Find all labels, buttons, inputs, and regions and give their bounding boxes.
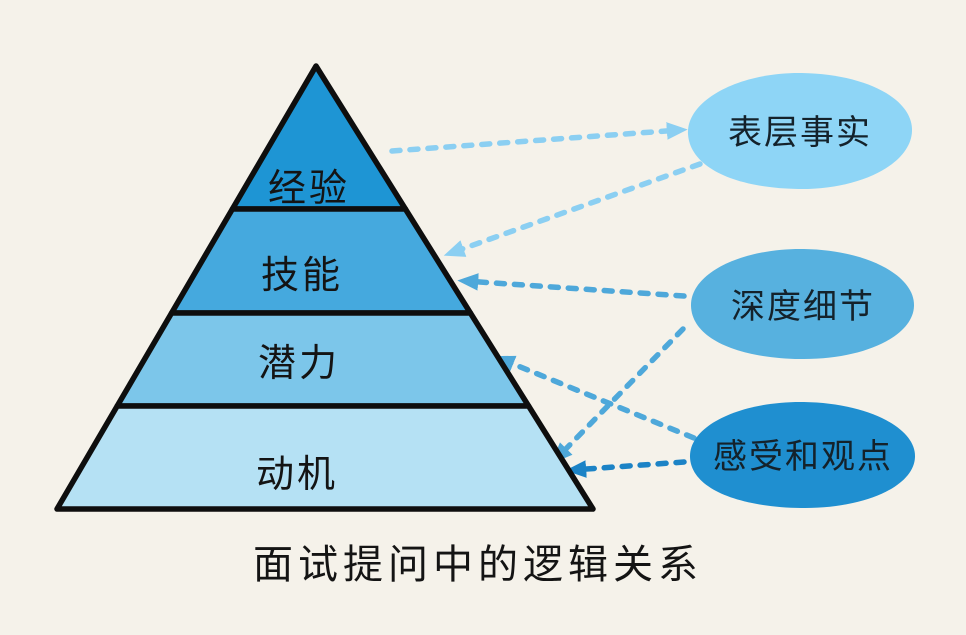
connector-experience-to-surface-facts (389, 122, 688, 154)
bubble-label-feelings-opinions: 感受和观点 (713, 437, 893, 477)
connector-feelings-to-potential (493, 355, 697, 441)
diagram-title: 面试提问中的逻辑关系 (253, 542, 703, 588)
bubble-label-surface-facts: 表层事实 (728, 113, 872, 153)
bubble-surface-facts (687, 72, 913, 190)
connector-surface-facts-to-skill (443, 161, 703, 257)
pyramid-label-potential: 潜力 (258, 341, 340, 385)
pyramid-label-skill: 技能 (261, 253, 343, 297)
pyramid: 经验 技能 潜力 动机 (54, 63, 596, 512)
bubble-label-deep-details: 深度细节 (731, 287, 875, 327)
connector-deep-details-to-skill (457, 273, 687, 299)
pyramid-label-motivation: 动机 (256, 452, 338, 496)
connectors (389, 122, 703, 478)
pyramid-label-experience: 经验 (268, 166, 350, 210)
pyramid-layer-motivation (54, 403, 596, 512)
bubbles: 表层事实 深度细节 感受和观点 (687, 72, 916, 509)
connector-feelings-to-motivation (565, 459, 687, 478)
bubble-feelings-opinions (689, 401, 916, 509)
connector-deep-details-to-motivation (551, 326, 686, 464)
bubble-deep-details (690, 248, 915, 360)
